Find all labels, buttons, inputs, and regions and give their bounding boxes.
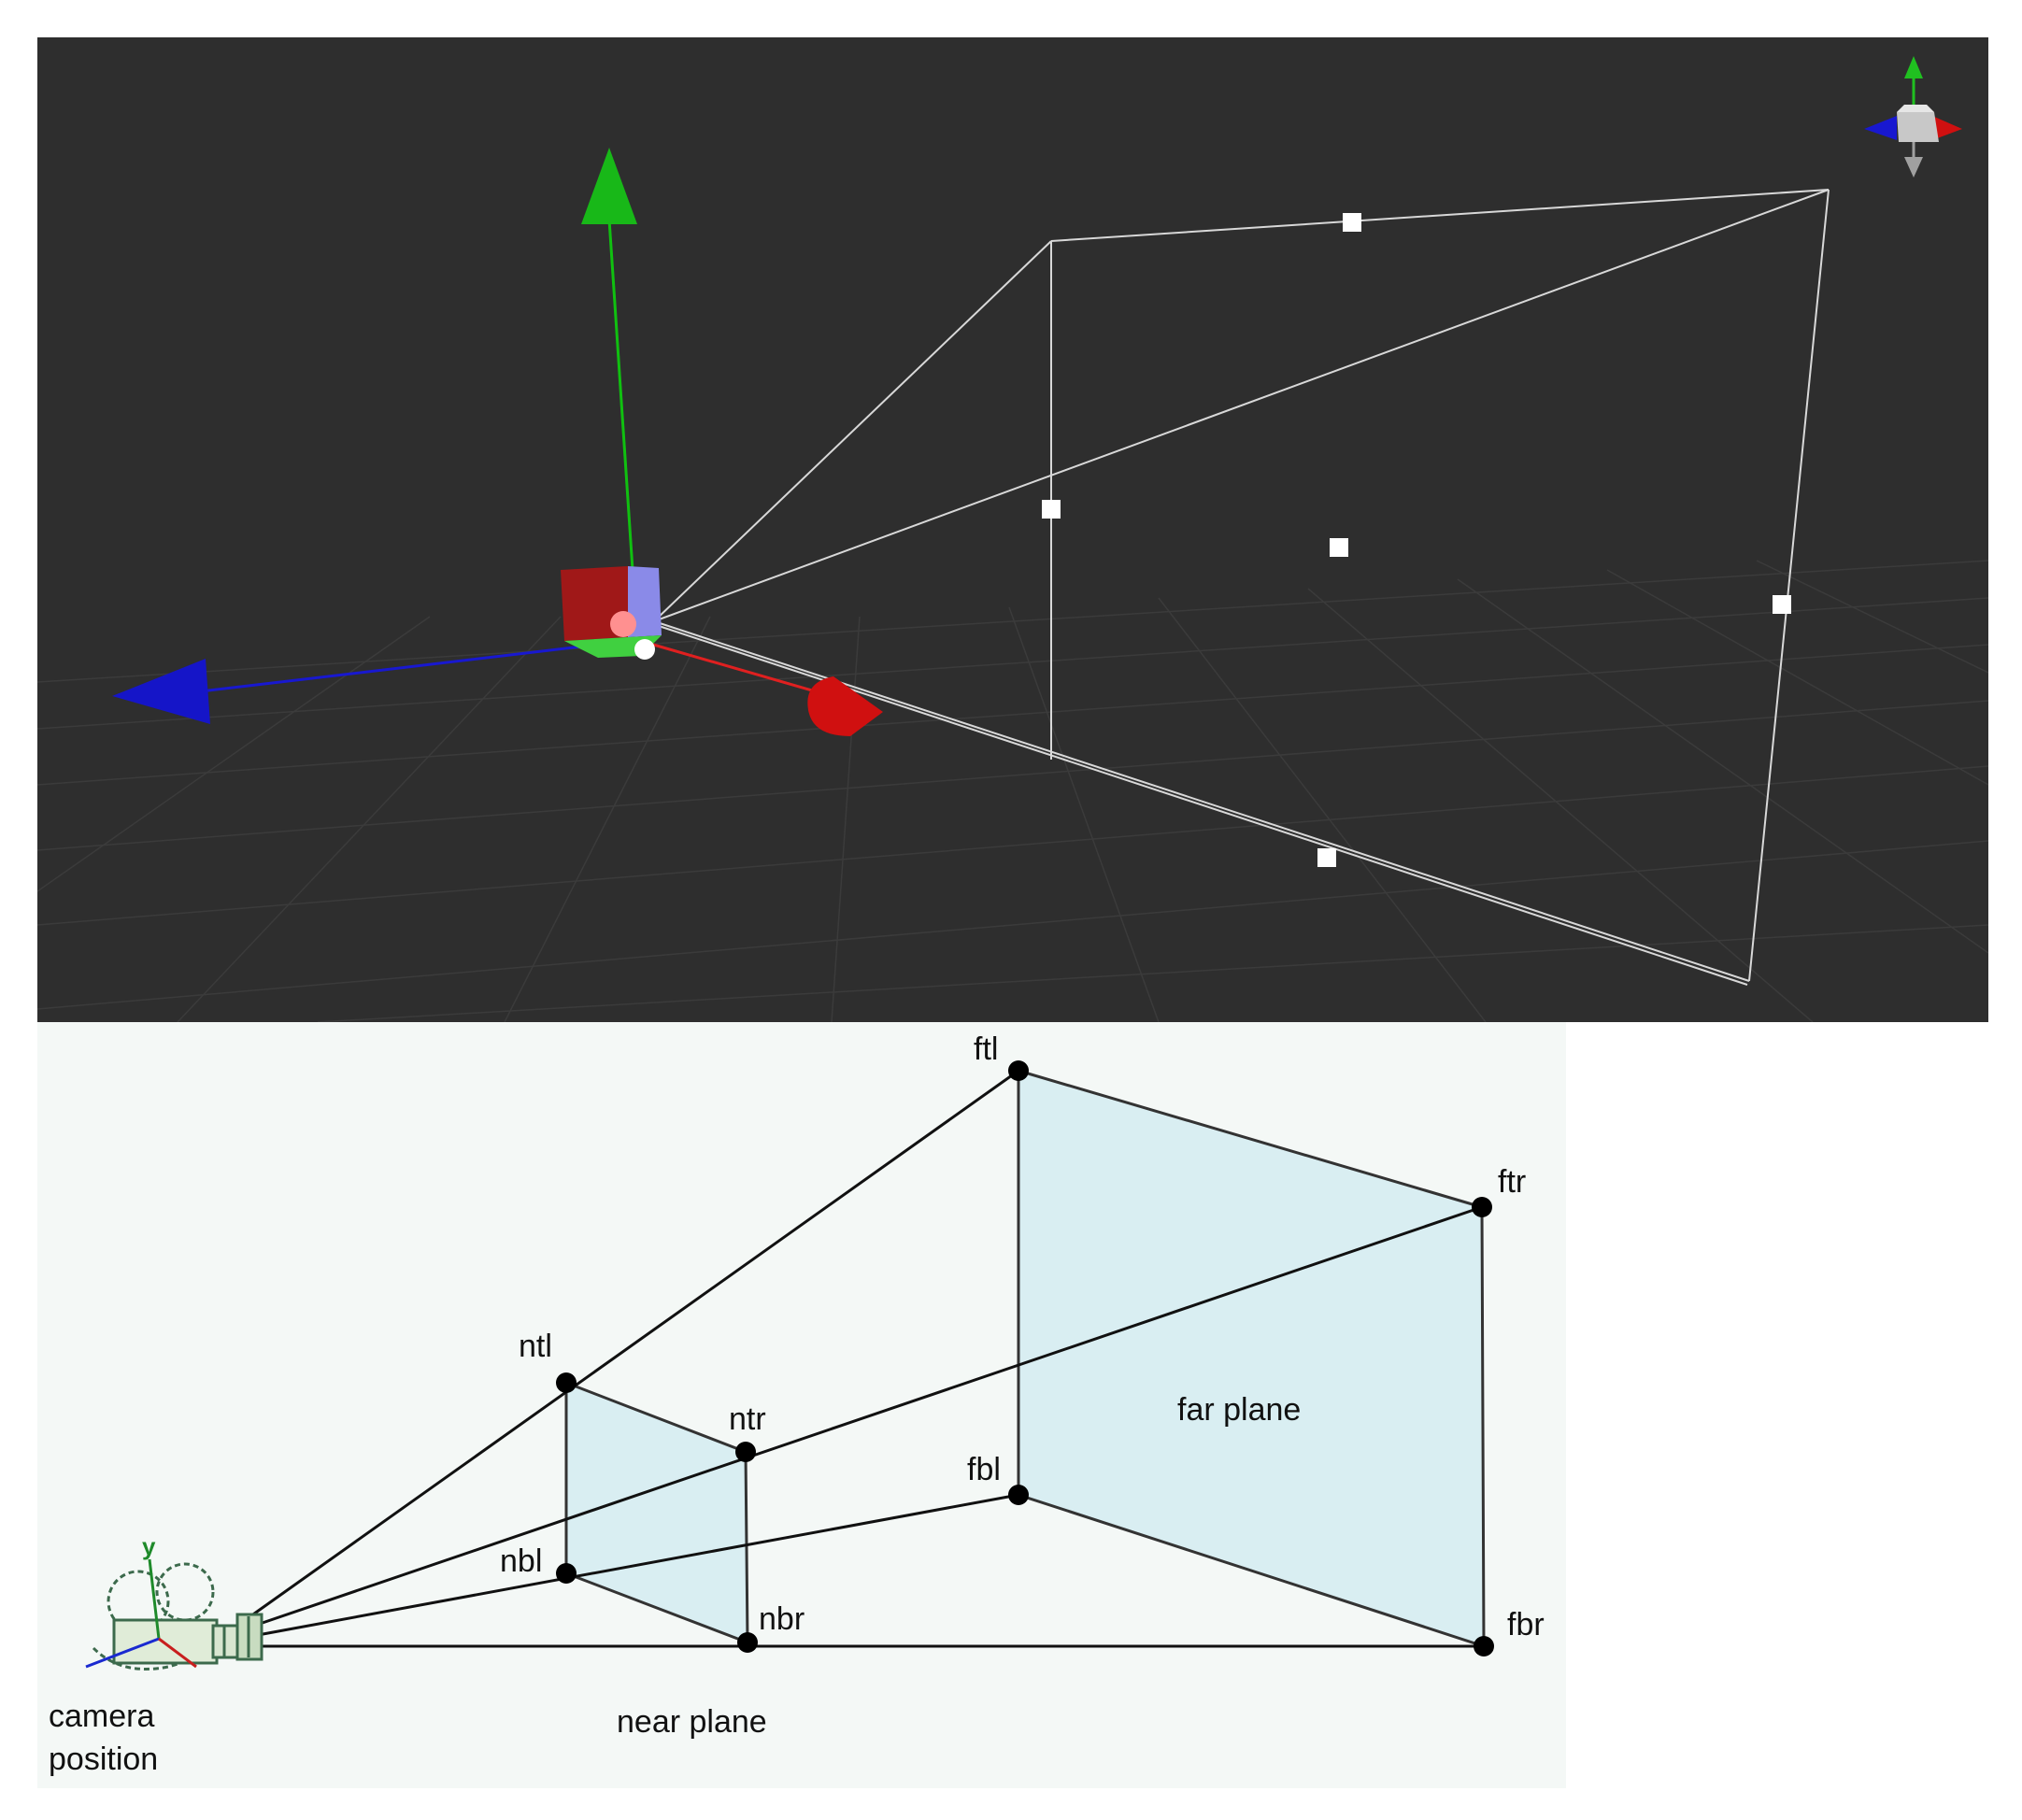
y-axis-arrow-icon[interactable]	[581, 148, 637, 224]
nbl-point	[556, 1563, 577, 1584]
floor-grid	[37, 560, 1988, 1022]
near-plane	[564, 1380, 749, 1645]
frustum-handles[interactable]	[1042, 213, 1791, 867]
frustum-rays	[249, 1069, 1484, 1648]
z-axis-line	[200, 638, 638, 693]
camera-axis-label: y	[142, 1532, 156, 1560]
far-center-handle[interactable]	[1330, 538, 1348, 557]
ntr-label: ntr	[729, 1401, 766, 1437]
3d-viewport[interactable]	[37, 37, 1988, 1022]
frustum-diagram: ntl ntr nbl nbr ftl ftr fbl fbr far plan…	[37, 1022, 1566, 1788]
gizmo-cube-blue-face[interactable]	[628, 566, 662, 637]
near-edge-handle[interactable]	[1042, 500, 1061, 519]
x-axis-arrow-icon[interactable]	[807, 676, 883, 736]
3d-viewport-canvas	[37, 56, 1988, 1022]
x-axis-line	[636, 638, 842, 701]
translate-gizmo-icon[interactable]	[112, 148, 883, 736]
far-top-edge-handle[interactable]	[1343, 213, 1361, 232]
camera-label-line1: camera	[49, 1699, 154, 1734]
frustum-wireframe	[653, 189, 1830, 986]
far-right-edge-handle[interactable]	[1773, 595, 1791, 614]
frustum-diagram-canvas: ntl ntr nbl nbr ftl ftr fbl fbr far plan…	[49, 1031, 1545, 1777]
camera-icon	[85, 1558, 263, 1671]
ntl-label: ntl	[519, 1329, 552, 1364]
corner-points	[556, 1060, 1494, 1656]
far-plane	[1017, 1068, 1486, 1649]
near-plane-label: near plane	[617, 1704, 767, 1740]
z-axis-arrow-icon[interactable]	[112, 659, 210, 724]
ntl-point	[556, 1372, 577, 1393]
ftr-label: ftr	[1498, 1164, 1526, 1200]
ftl-label: ftl	[974, 1031, 998, 1067]
fbl-label: fbl	[967, 1452, 1001, 1487]
ftr-point	[1472, 1197, 1492, 1217]
camera-icon	[610, 611, 636, 637]
fbl-point	[1008, 1485, 1029, 1505]
far-bottom-edge-handle[interactable]	[1317, 848, 1336, 867]
ntr-point	[735, 1442, 756, 1462]
fbr-point	[1474, 1636, 1494, 1656]
gizmo-center-icon[interactable]	[634, 639, 655, 660]
nbr-label: nbr	[759, 1601, 805, 1637]
nbr-point	[737, 1632, 758, 1653]
fbr-label: fbr	[1507, 1607, 1545, 1642]
camera-label-line2: position	[49, 1742, 158, 1777]
nbl-label: nbl	[500, 1543, 542, 1579]
view-orientation-gizmo-icon[interactable]	[1864, 56, 1962, 178]
ftl-point	[1008, 1060, 1029, 1081]
far-plane-label: far plane	[1177, 1392, 1301, 1428]
